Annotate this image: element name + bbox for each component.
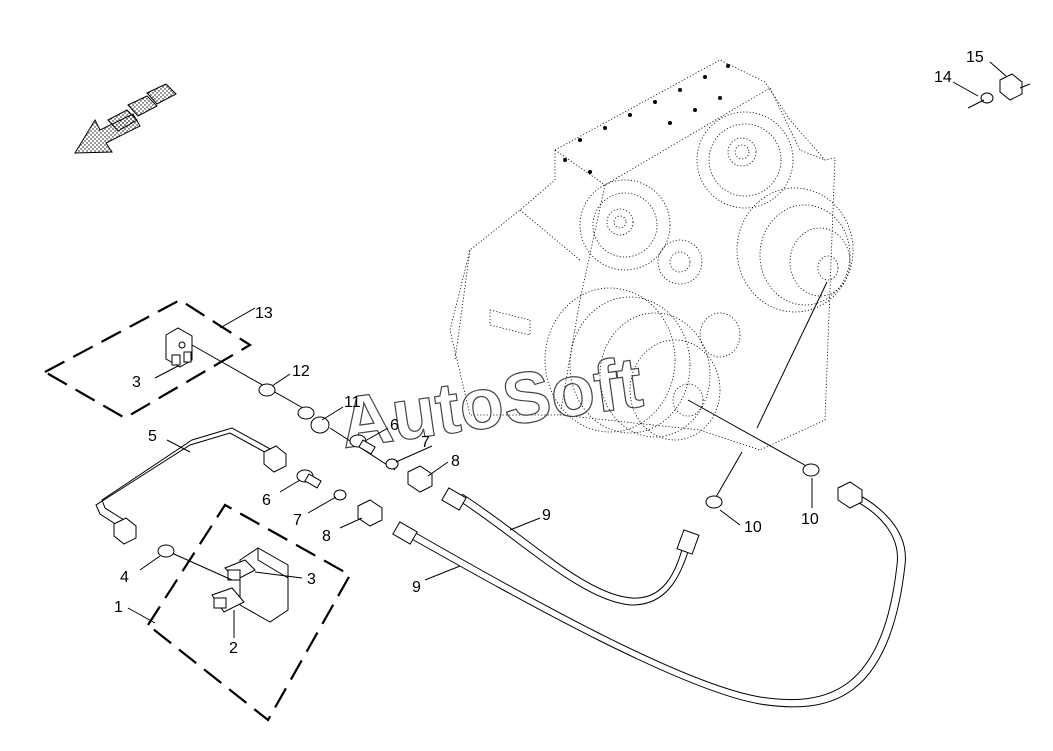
pipe-5 [95,432,271,528]
watermark-text: AutoSoft [335,342,647,464]
callout-10-left: 10 [744,519,762,536]
hose-9-upper-edge [461,493,685,599]
front-direction-arrow-icon [74,83,177,154]
callout-10-right: 10 [801,511,819,528]
leader-line [687,399,811,469]
callout-4: 4 [120,569,129,586]
leader-line [164,549,233,581]
callout-12: 12 [292,363,310,380]
hose-9-lower-edge [413,497,898,701]
hose-9-lower [409,491,906,708]
callout-14: 14 [934,69,952,86]
callout-13: 13 [255,305,273,322]
callout-5: 5 [148,428,157,445]
callout-2: 2 [229,640,238,657]
callout-8-lower: 8 [322,528,331,545]
callout-15: 15 [966,49,984,66]
callout-leaders [127,61,1031,638]
callout-7-lower: 7 [293,512,302,529]
callout-7-upper: 7 [421,434,430,451]
fittings [113,73,1023,558]
callout-9-lower: 9 [412,579,421,596]
pressure-sensor-13 [165,327,193,368]
callout-11: 11 [344,394,361,411]
leader-line [191,344,311,413]
transmission-housing [449,59,854,451]
callout-labels: 13 3 12 11 6 7 8 5 6 7 8 9 9 10 10 4 1 2… [114,49,984,657]
callout-6-lower: 6 [262,492,271,509]
callout-1: 1 [114,599,123,616]
valve-block [211,547,289,623]
leader-line [756,281,828,429]
callout-9-upper: 9 [542,507,551,524]
callout-6-upper: 6 [390,417,399,434]
callout-3-sensor: 3 [132,374,141,391]
pipe-5-edge [101,427,273,521]
callout-8-upper: 8 [451,453,460,470]
callout-3-valve: 3 [307,571,316,588]
dashed-box-1 [146,503,352,722]
dashed-box-13 [42,298,253,420]
leader-line [715,451,743,498]
hose-9-upper [457,499,691,606]
